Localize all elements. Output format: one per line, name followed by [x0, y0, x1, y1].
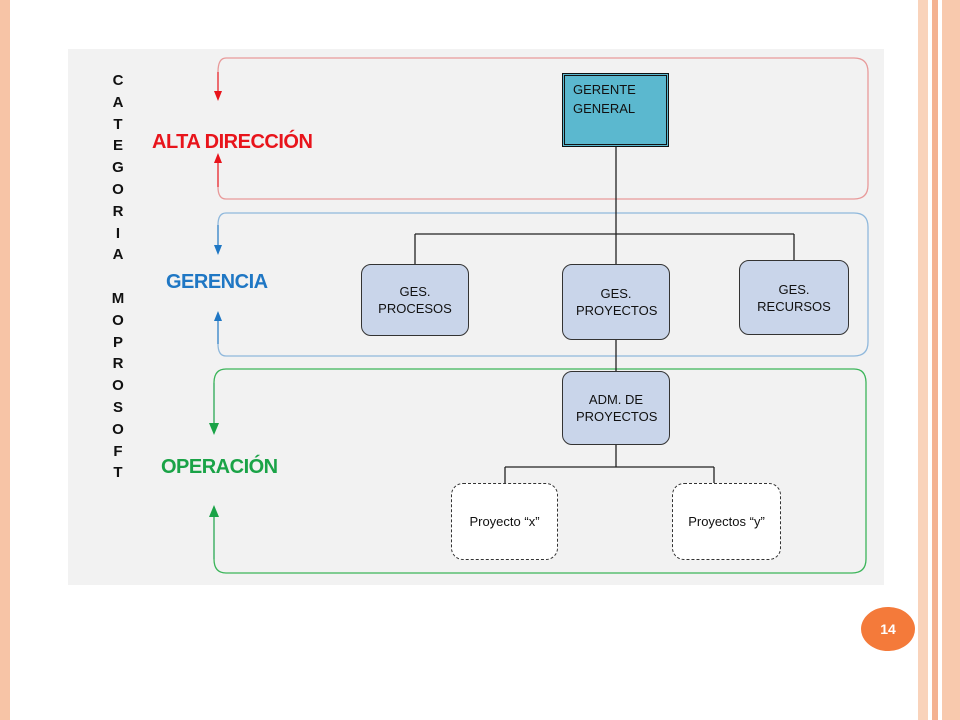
node-ges-recursos-label: GES. RECURSOS: [757, 281, 831, 314]
node-proyecto-x-label: Proyecto “x”: [469, 514, 540, 529]
page-number-badge: 14: [861, 607, 915, 651]
node-ges-proyectos-label: GES. PROYECTOS: [576, 286, 658, 318]
band-alta-direccion-left: [217, 57, 227, 73]
node-proyectos-y: Proyectos “y”: [672, 483, 781, 560]
slide-frame-right: [918, 0, 928, 720]
node-ges-procesos: GES. PROCESOS: [361, 264, 469, 336]
node-ges-recursos: GES. RECURSOS: [739, 260, 849, 335]
node-adm-proyectos: ADM. DE PROYECTOS: [562, 371, 670, 445]
slide-frame-right-stripe: [932, 0, 938, 720]
band-gerencia: [217, 212, 869, 357]
category-label-alta-direccion: ALTA DIRECCIÓN: [152, 131, 313, 154]
page-number: 14: [880, 621, 896, 637]
slide-frame-right-edge: [942, 0, 960, 720]
arrows-operacion: [209, 383, 219, 559]
vertical-category-label: C A T E G O R I A M O P R O S O F T: [111, 72, 125, 482]
arrows-gerencia: [214, 225, 222, 344]
node-gerente-general: GERENTE GENERAL: [562, 73, 669, 147]
operacion-text: OPERACIÓN: [161, 456, 278, 478]
node-ges-procesos-label: GES. PROCESOS: [378, 284, 452, 316]
alta-direccion-text: ALTA DIRECCIÓN: [152, 131, 313, 153]
gerencia-text: GERENCIA: [166, 271, 268, 293]
band-operacion: [213, 368, 867, 574]
category-label-operacion: OPERACIÓN: [161, 456, 278, 479]
node-proyectos-y-label: Proyectos “y”: [688, 514, 765, 529]
connectors: [414, 146, 795, 483]
org-chart-diagram: [209, 57, 869, 574]
node-ges-proyectos: GES. PROYECTOS: [562, 264, 670, 340]
band-alta-direccion: [217, 57, 869, 200]
slide-frame-left: [0, 0, 10, 720]
node-proyecto-x: Proyecto “x”: [451, 483, 558, 560]
node-adm-proyectos-label: ADM. DE PROYECTOS: [576, 392, 658, 424]
node-gerente-general-label: GERENTE GENERAL: [573, 82, 636, 116]
arrows-alta-direccion: [214, 72, 222, 187]
category-label-gerencia: GERENCIA: [166, 271, 268, 294]
